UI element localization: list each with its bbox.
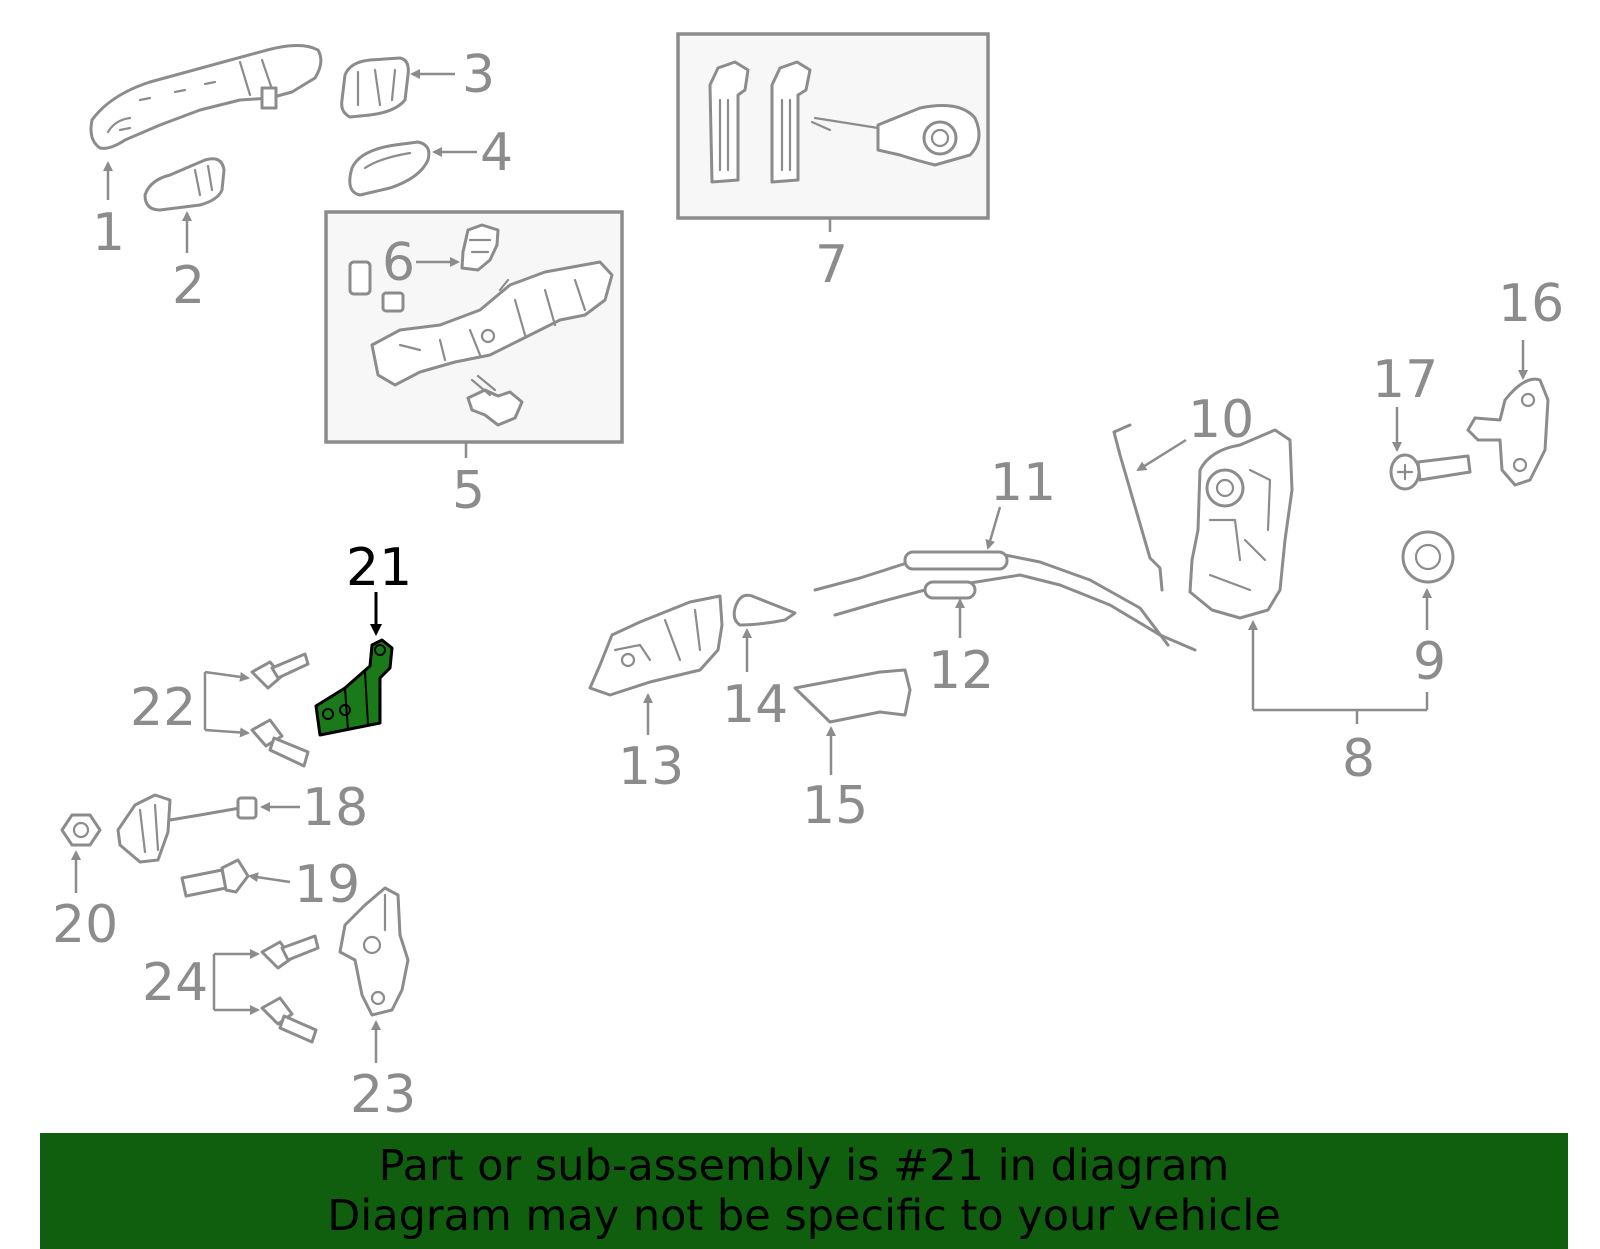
callout-12: 12 (928, 598, 994, 701)
part-18-door-check (116, 793, 258, 864)
svg-text:1: 1 (92, 203, 125, 263)
part-7-lock-cylinder-box (676, 32, 990, 220)
part-8-door-lock-actuator (1188, 428, 1294, 620)
callout-24: 24 (142, 949, 260, 1015)
part-2-handle-cover (143, 157, 226, 212)
callout-3: 3 (410, 45, 495, 105)
part-15-bezel (793, 668, 912, 724)
callout-7: 7 (815, 218, 848, 295)
svg-text:15: 15 (802, 776, 868, 836)
callout-9: 9 (1413, 588, 1446, 692)
svg-text:9: 9 (1413, 632, 1446, 692)
callout-4: 4 (432, 123, 513, 183)
part-21-door-hinge (314, 638, 394, 737)
callout-6: 6 (382, 233, 460, 293)
callout-11: 11 (985, 453, 1056, 550)
callout-1: 1 (92, 161, 125, 263)
part-4-gasket (348, 140, 431, 197)
part-22-bolts (250, 652, 310, 768)
part-23-lower-hinge (338, 886, 410, 1017)
part-19-bolt (180, 858, 250, 898)
callout-14: 14 (722, 628, 788, 735)
banner-line-disclaimer: Diagram may not be specific to your vehi… (327, 1191, 1281, 1241)
part-17-screw (1389, 453, 1472, 491)
banner-line-part-reference: Part or sub-assembly is #21 in diagram (378, 1141, 1230, 1191)
callout-2: 2 (172, 211, 205, 316)
svg-text:20: 20 (52, 895, 118, 955)
callout-19: 19 (248, 855, 360, 915)
svg-text:19: 19 (294, 855, 360, 915)
part-3-cap (340, 56, 410, 119)
info-banner: Part or sub-assembly is #21 in diagram D… (40, 1133, 1568, 1249)
callout-18: 18 (260, 778, 368, 838)
svg-text:24: 24 (142, 953, 208, 1013)
svg-text:2: 2 (172, 256, 205, 316)
part-1-outside-handle (89, 44, 323, 150)
callout-10: 10 (1136, 390, 1254, 472)
svg-text:16: 16 (1498, 274, 1564, 334)
callout-16: 16 (1498, 274, 1564, 380)
callout-22: 22 (130, 670, 250, 738)
callout-20: 20 (52, 850, 118, 955)
svg-text:21: 21 (346, 538, 412, 598)
svg-text:5: 5 (452, 461, 485, 521)
svg-text:7: 7 (815, 235, 848, 295)
part-24-bolts (260, 934, 320, 1044)
svg-text:17: 17 (1372, 350, 1438, 410)
svg-text:4: 4 (480, 123, 513, 183)
svg-text:12: 12 (928, 641, 994, 701)
svg-text:8: 8 (1342, 729, 1375, 789)
callout-23: 23 (350, 1020, 416, 1125)
callout-13: 13 (618, 693, 684, 797)
svg-text:10: 10 (1188, 390, 1254, 450)
part-6-clip (460, 223, 500, 272)
svg-text:18: 18 (302, 778, 368, 838)
part-9-washer (1401, 530, 1455, 584)
part-16-striker (1466, 377, 1550, 487)
svg-text:13: 13 (618, 737, 684, 797)
svg-text:6: 6 (382, 233, 415, 293)
svg-text:3: 3 (462, 45, 495, 105)
part-14-knob (732, 593, 797, 627)
callout-17: 17 (1372, 350, 1438, 452)
part-12-cable (833, 573, 1197, 652)
callout-21: 21 (346, 538, 412, 636)
part-13-inside-handle (588, 594, 724, 697)
part-20-nut (60, 813, 102, 847)
svg-text:11: 11 (990, 453, 1056, 513)
part-10-link-rod (1112, 423, 1164, 592)
callout-15: 15 (802, 726, 868, 836)
callout-5: 5 (452, 442, 485, 521)
svg-text:14: 14 (722, 675, 788, 735)
part-11-cable (813, 550, 1170, 647)
svg-text:23: 23 (350, 1065, 416, 1125)
svg-text:22: 22 (130, 678, 196, 738)
callout-8: 8 (1248, 620, 1429, 789)
